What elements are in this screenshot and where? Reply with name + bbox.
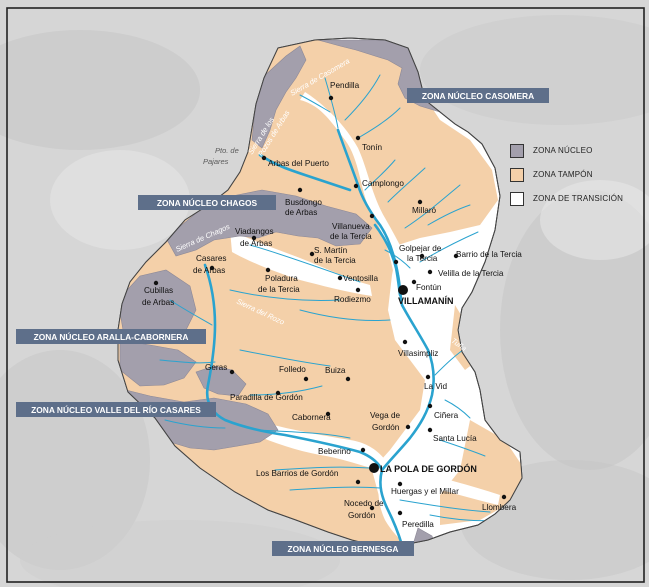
legend-item-buffer: ZONA TAMPÓN	[510, 167, 645, 182]
town-villanueva-1: Villanueva	[332, 222, 370, 231]
town-paradilla: Paradilla de Gordón	[230, 393, 303, 402]
town-la-pola-de-gordon: LA POLA DE GORDÓN	[380, 463, 477, 474]
town-viadangos-1: Viadangos	[235, 227, 274, 236]
zone-bernesga-label: ZONA NÚCLEO BERNESGA	[288, 543, 399, 554]
town-beberino: Beberino	[318, 447, 351, 456]
town-poladura-2: de la Tercia	[258, 285, 300, 294]
town-rodiezmo: Rodiezmo	[334, 295, 371, 304]
town-barrio-tercia: Barrio de la Tercia	[456, 250, 522, 259]
town-folledo: Folledo	[279, 365, 306, 374]
town-nocedo-2: Gordón	[348, 511, 376, 520]
river-casares	[203, 263, 384, 472]
legend-label-core: ZONA NÚCLEO	[533, 146, 593, 155]
zone-aralla-label: ZONA NÚCLEO ARALLA-CABORNERA	[34, 331, 189, 342]
town-cubillas-1: Cubillas	[144, 286, 173, 295]
town-nocedo-1: Nocedo de	[344, 499, 384, 508]
municipality-boundary	[117, 37, 523, 547]
pajares-pass-label-2: Pajares	[203, 157, 229, 166]
map-frame	[6, 7, 645, 583]
legend-label-buffer: ZONA TAMPÓN	[533, 170, 593, 179]
town-buiza: Buiza	[325, 366, 346, 375]
town-cinera: Ciñera	[434, 411, 459, 420]
core-zone-aralla-south	[119, 339, 197, 387]
town-cubillas-2: de Arbas	[142, 298, 174, 307]
town-huergas: Huergas y el Millar	[391, 487, 459, 496]
town-villasimpliz: Villasimpliz	[398, 349, 438, 358]
tributaries	[159, 74, 506, 522]
town-fontun: Fontún	[416, 283, 442, 292]
legend-item-core: ZONA NÚCLEO	[510, 143, 645, 158]
main-rivers	[203, 128, 435, 546]
core-zone-casomera-west	[251, 45, 307, 149]
town-golpejar-2: la Tercia	[407, 254, 438, 263]
town-arbas-del-puerto: Arbas del Puerto	[268, 159, 329, 168]
legend-swatch-transition	[510, 191, 524, 206]
legend-item-transition: ZONA DE TRANSICIÓN	[510, 191, 645, 206]
town-villanueva-2: de la Tercia	[330, 232, 372, 241]
town-markers	[153, 95, 507, 516]
town-viadangos-2: de Arbas	[240, 239, 272, 248]
town-pendilla: Pendilla	[330, 81, 360, 90]
town-busdongo-2: de Arbas	[285, 208, 317, 217]
town-vega-1: Vega de	[370, 411, 400, 420]
legend: ZONA NÚCLEO ZONA TAMPÓN ZONA DE TRANSICI…	[510, 143, 645, 215]
legend-swatch-core	[510, 143, 524, 158]
town-cabornera: Cabornera	[292, 413, 331, 422]
town-casares-1: Casares	[196, 254, 227, 263]
town-san-martin-2: de la Tercia	[314, 256, 356, 265]
town-la-vid: La Vid	[424, 382, 448, 391]
pass-label: Pto. de Pajares	[203, 146, 239, 166]
river-bernesga	[336, 128, 435, 546]
pajares-pass-label-1: Pto. de	[215, 146, 239, 155]
town-busdongo-1: Busdongo	[285, 198, 322, 207]
transition-zone	[230, 92, 500, 546]
town-poladura-1: Poladura	[265, 274, 298, 283]
town-golpejar-1: Golpejar de	[399, 244, 442, 253]
legend-swatch-buffer	[510, 167, 524, 182]
town-camplongo: Camplongo	[362, 179, 404, 188]
town-vega-2: Gordón	[372, 423, 400, 432]
town-ventosilla: Ventosilla	[343, 274, 378, 283]
town-casares-2: de Arbas	[193, 266, 225, 275]
town-millaro: Millaró	[412, 206, 437, 215]
town-peredilla: Peredilla	[402, 520, 434, 529]
town-san-martin-1: S. Martín	[314, 246, 348, 255]
town-los-barrios: Los Barrios de Gordón	[256, 469, 339, 478]
town-tonin: Tonín	[362, 143, 382, 152]
town-geras: Geras	[205, 363, 227, 372]
zone-chagos-label: ZONA NÚCLEO CHAGOS	[157, 197, 258, 208]
legend-label-transition: ZONA DE TRANSICIÓN	[533, 194, 624, 203]
town-velilla: Velilla de la Tercia	[438, 269, 504, 278]
town-santa-lucia: Santa Lucía	[433, 434, 477, 443]
town-llombera: Llombera	[482, 503, 517, 512]
town-labels: Pendilla Tonín Arbas del Puerto Camplong…	[142, 81, 522, 529]
zone-valle-casares-label: ZONA NÚCLEO VALLE DEL RÍO CASARES	[31, 404, 201, 415]
zone-casomera-label: ZONA NÚCLEO CASOMERA	[422, 90, 534, 101]
town-villamanin: VILLAMANÍN	[398, 296, 454, 306]
river-north-branch	[258, 153, 352, 192]
zone-label-boxes: ZONA NÚCLEO CASOMERA ZONA NÚCLEO CHAGOS …	[16, 88, 549, 556]
